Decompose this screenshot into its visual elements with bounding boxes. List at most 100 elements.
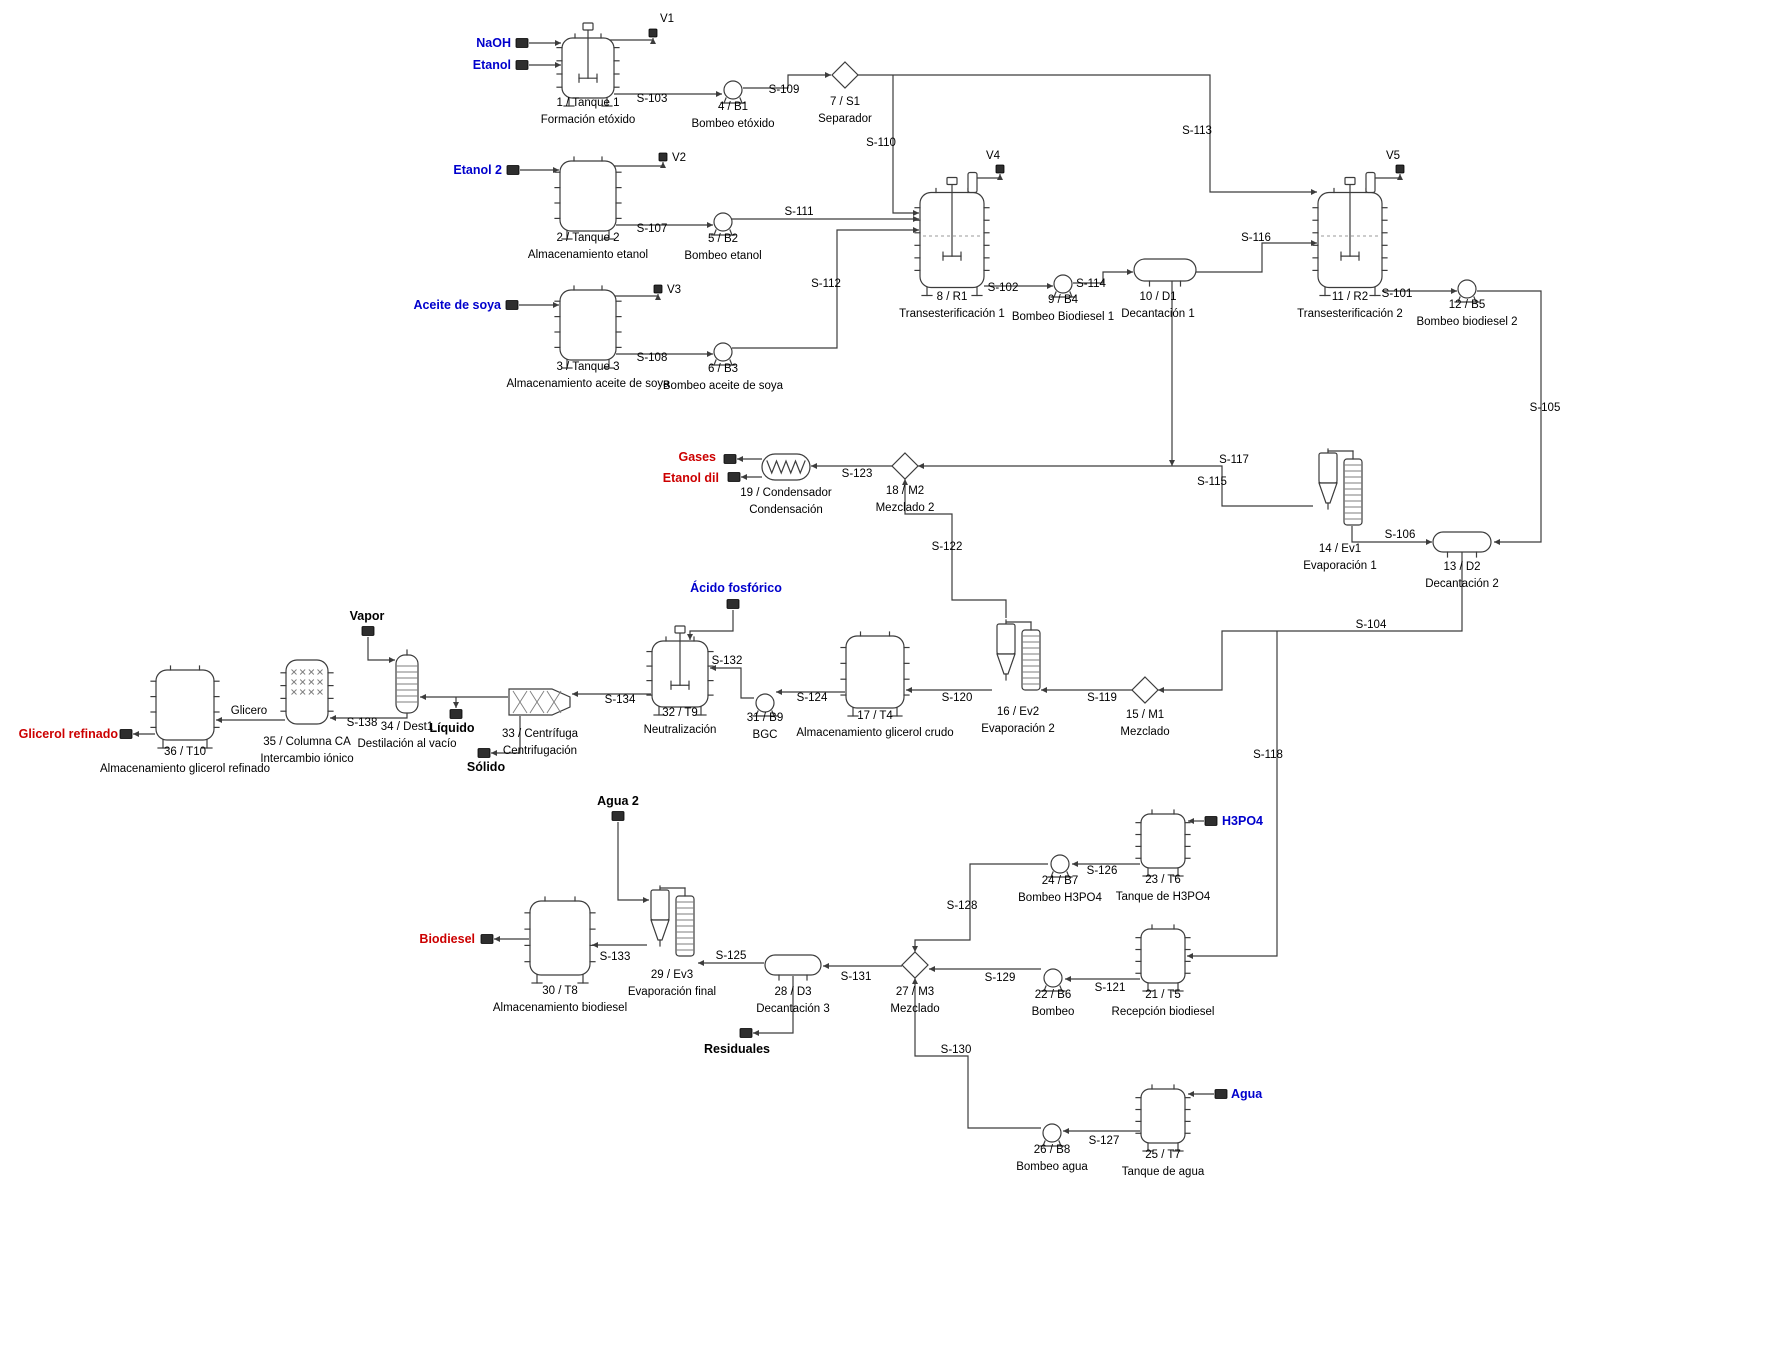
stream-s-120[interactable]: S-120 xyxy=(906,687,992,704)
terminal-agua-2[interactable]: Agua 2 xyxy=(597,794,639,821)
vent-v3[interactable]: V3 xyxy=(653,284,681,296)
stream-s-109[interactable]: S-109 xyxy=(743,72,831,96)
stream-s-118[interactable]: S-118 xyxy=(1187,631,1283,959)
stream-s-138[interactable]: S-138 xyxy=(330,713,408,729)
stream-label: S-108 xyxy=(637,352,668,364)
stream-s-106[interactable]: S-106 xyxy=(1351,526,1432,545)
vent-v5[interactable]: V5 xyxy=(1386,150,1405,174)
stream-s-133[interactable]: S-133 xyxy=(592,942,647,963)
stream-s-117[interactable]: S-117 xyxy=(918,454,1313,507)
terminal-vapor[interactable]: Vapor xyxy=(350,609,385,636)
stream-s-112[interactable]: S-112 xyxy=(732,227,919,349)
stream-s-107[interactable]: S-107 xyxy=(616,222,713,235)
stream-s-108[interactable]: S-108 xyxy=(616,351,713,364)
terminal-residuales[interactable]: Residuales xyxy=(704,1028,770,1057)
terminal-etanol[interactable]: Etanol xyxy=(473,58,529,72)
stream-s-121[interactable]: S-121 xyxy=(1065,976,1140,994)
stream-s-111[interactable]: S-111 xyxy=(732,206,919,222)
vent-v1[interactable]: V1 xyxy=(648,13,674,38)
stream-s-124[interactable]: S-124 xyxy=(776,689,845,704)
stream-s-114[interactable]: S-114 xyxy=(1073,269,1133,290)
stream-s-131[interactable]: S-131 xyxy=(823,963,902,983)
terminal-solido[interactable]: Sólido xyxy=(467,748,506,775)
vent-v4[interactable]: V4 xyxy=(986,150,1005,174)
stream-s-119[interactable]: S-119 xyxy=(1041,687,1132,704)
stream-s-102[interactable]: S-102 xyxy=(984,282,1053,294)
terminal-h3po4[interactable]: H3PO4 xyxy=(1204,814,1263,828)
terminal-liquido[interactable]: Líquido xyxy=(429,709,475,736)
stream-s-116[interactable]: S-116 xyxy=(1196,232,1317,273)
stream-glicero[interactable]: Glicero xyxy=(216,705,285,723)
stream-s-122[interactable]: S-122 xyxy=(902,479,1007,618)
terminal-acido-fosforico[interactable]: Ácido fosfórico xyxy=(690,580,782,609)
terminal-aceite-de-soya[interactable]: Aceite de soya xyxy=(413,298,519,312)
stream-s-134[interactable]: S-134 xyxy=(572,691,651,706)
unit-name-label: Mezclado xyxy=(1120,726,1169,738)
stream-label: S-134 xyxy=(605,694,636,706)
stream-s-103[interactable]: S-103 xyxy=(614,91,722,105)
unit-name-label: Transesterificación 2 xyxy=(1297,308,1403,320)
stream-s-127[interactable]: S-127 xyxy=(1063,1128,1140,1147)
terminal-gases[interactable]: Gases xyxy=(678,450,737,464)
unit-name-label: Bombeo aceite de soya xyxy=(663,380,784,392)
stream-s-128[interactable]: S-128 xyxy=(912,863,1048,952)
vent-v2[interactable]: V2 xyxy=(658,152,686,164)
terminal-etanol-dil[interactable]: Etanol dil xyxy=(663,471,741,485)
stream-s-130[interactable]: S-130 xyxy=(912,978,1041,1129)
terminal-naoh[interactable]: NaOH xyxy=(476,36,529,50)
unit-id-label: 9 / B4 xyxy=(1048,294,1079,306)
stream-s-113[interactable]: S-113 xyxy=(858,74,1317,195)
terminal-etanol-2[interactable]: Etanol 2 xyxy=(453,163,520,177)
unit-id-label: 7 / S1 xyxy=(830,96,860,108)
terminal-agua[interactable]: Agua xyxy=(1214,1087,1263,1101)
stream-s-105[interactable]: S-105 xyxy=(1477,290,1560,545)
terminal-biodiesel[interactable]: Biodiesel xyxy=(419,932,494,946)
stream-s-115[interactable]: S-115 xyxy=(1169,281,1227,488)
unit-id-label: 21 / T5 xyxy=(1145,989,1181,1001)
stream-s-126[interactable]: S-126 xyxy=(1072,861,1140,877)
stream-s-132[interactable]: S-132 xyxy=(710,655,754,699)
stream-s-129[interactable]: S-129 xyxy=(929,966,1041,984)
stream-s-104[interactable]: S-104 xyxy=(1158,552,1463,693)
terminal-glicerol-refinado[interactable]: Glicerol refinado xyxy=(19,727,133,741)
stream-s-101[interactable]: S-101 xyxy=(1382,288,1457,300)
stream-s-123[interactable]: S-123 xyxy=(811,463,892,480)
stream-s-110[interactable]: S-110 xyxy=(866,75,919,216)
stream-s-125[interactable]: S-125 xyxy=(698,950,764,966)
